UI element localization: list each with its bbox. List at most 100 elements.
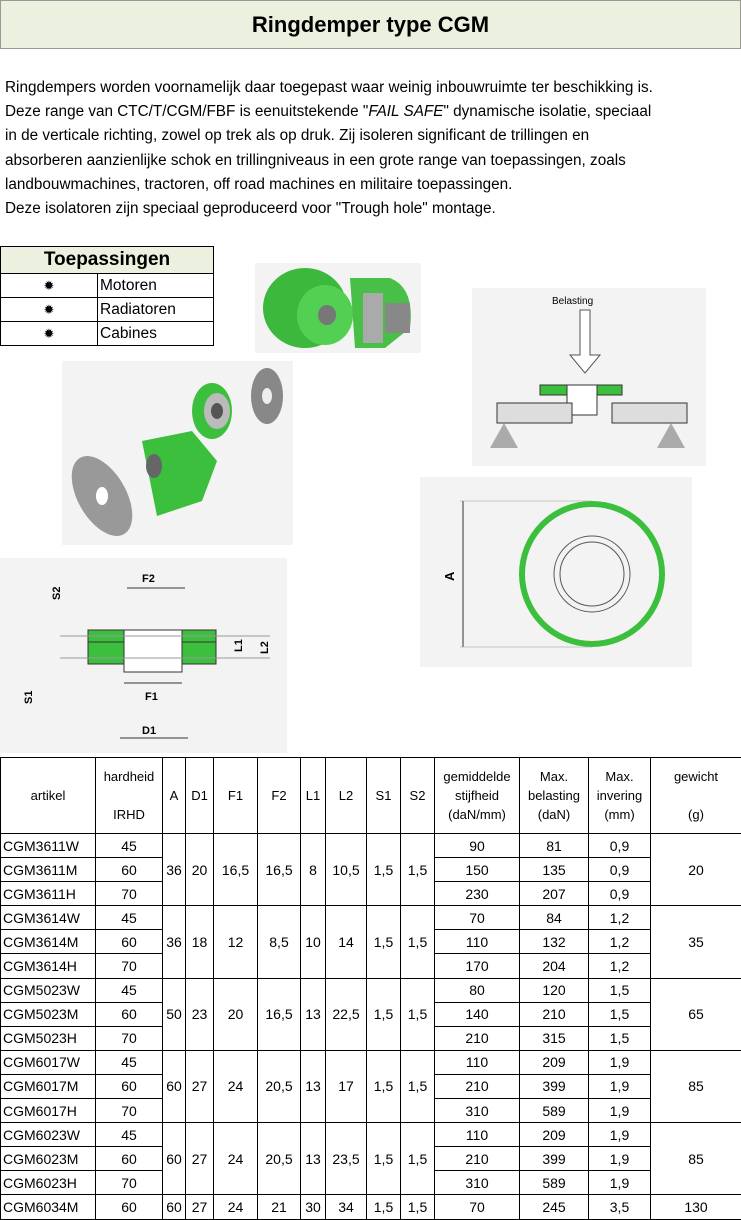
dim-s1-cell: 1,5: [367, 1123, 401, 1195]
dim-s1-cell: 1,5: [367, 978, 401, 1050]
belasting-cell: 81: [520, 834, 589, 858]
intro-line: absorberen aanzienlijke schok en trillin…: [5, 149, 741, 173]
hardheid-cell: 70: [96, 1171, 163, 1195]
exploded-view-photo: [62, 361, 293, 545]
invering-cell: 1,5: [589, 978, 651, 1002]
gewicht-cell: 85: [651, 1123, 741, 1195]
artikel-cell: CGM3614H: [1, 954, 96, 978]
dim-l1-cell: 10: [301, 906, 326, 978]
intro-line: Deze isolatoren zijn speciaal geproducee…: [5, 197, 741, 221]
invering-cell: 0,9: [589, 834, 651, 858]
dim-f2-cell: 16,5: [258, 978, 301, 1050]
stijfheid-cell: 170: [435, 954, 520, 978]
dim-d1-cell: 27: [186, 1123, 214, 1195]
belasting-cell: 315: [520, 1026, 589, 1050]
stijfheid-cell: 80: [435, 978, 520, 1002]
stijfheid-cell: 210: [435, 1026, 520, 1050]
column-header: A: [163, 758, 186, 834]
artikel-cell: CGM3611H: [1, 882, 96, 906]
dim-l2-label: L2: [259, 641, 271, 654]
applications-table: Toepassingen ✹Motoren ✹Radiatoren ✹Cabin…: [0, 246, 214, 346]
dim-f1-cell: 12: [214, 906, 258, 978]
invering-cell: 1,5: [589, 1026, 651, 1050]
gewicht-cell: 65: [651, 978, 741, 1050]
dim-f1-cell: 16,5: [214, 834, 258, 906]
dim-d1-cell: 18: [186, 906, 214, 978]
dim-s1-cell: 1,5: [367, 834, 401, 906]
invering-cell: 1,2: [589, 930, 651, 954]
intro-line: Ringdempers worden voornamelijk daar toe…: [5, 76, 741, 100]
text: Deze range van CTC/T/CGM/FBF is eenuitst…: [5, 103, 368, 120]
dim-l1-cell: 13: [301, 1050, 326, 1122]
application-item: Radiatoren: [98, 298, 214, 322]
column-header: artikel: [1, 758, 96, 834]
belasting-cell: 399: [520, 1074, 589, 1098]
gewicht-cell: 85: [651, 1050, 741, 1122]
dim-a-cell: 36: [163, 834, 186, 906]
artikel-cell: CGM5023M: [1, 1002, 96, 1026]
hardheid-cell: 70: [96, 954, 163, 978]
dim-l1-cell: 8: [301, 834, 326, 906]
cross-section-drawing: F2 S2 L1 L2 S1 F1 D1: [0, 558, 287, 753]
load-diagram: Belasting: [472, 288, 706, 466]
hardheid-cell: 70: [96, 1026, 163, 1050]
hardheid-cell: 45: [96, 906, 163, 930]
dim-l1-cell: 13: [301, 1123, 326, 1195]
dim-l1-label: L1: [233, 639, 245, 652]
invering-cell: 1,5: [589, 1002, 651, 1026]
product-photo: [255, 263, 421, 353]
belasting-cell: 135: [520, 858, 589, 882]
column-header: D1: [186, 758, 214, 834]
dim-f2-cell: 20,5: [258, 1050, 301, 1122]
dim-a-cell: 60: [163, 1050, 186, 1122]
artikel-cell: CGM6023W: [1, 1123, 96, 1147]
belasting-cell: 132: [520, 930, 589, 954]
dim-f2-cell: 21: [258, 1195, 301, 1219]
dim-f2-cell: 16,5: [258, 834, 301, 906]
dim-l2-cell: 10,5: [326, 834, 367, 906]
dim-d1-cell: 27: [186, 1050, 214, 1122]
belasting-cell: 210: [520, 1002, 589, 1026]
artikel-cell: CGM6017W: [1, 1050, 96, 1074]
invering-cell: 1,2: [589, 954, 651, 978]
intro-line: in de verticale richting, zowel op trek …: [5, 124, 741, 148]
dim-f1-label: F1: [145, 691, 158, 703]
column-header: gemiddelde stijfheid (daN/mm): [435, 758, 520, 834]
stijfheid-cell: 210: [435, 1147, 520, 1171]
intro-text: Ringdempers worden voornamelijk daar toe…: [5, 76, 741, 221]
stijfheid-cell: 70: [435, 1195, 520, 1219]
dim-s1-cell: 1,5: [367, 1050, 401, 1122]
invering-cell: 1,9: [589, 1147, 651, 1171]
artikel-cell: CGM6017H: [1, 1099, 96, 1123]
artikel-cell: CGM6023H: [1, 1171, 96, 1195]
belasting-cell: 589: [520, 1171, 589, 1195]
hardheid-cell: 60: [96, 1074, 163, 1098]
dim-l2-cell: 22,5: [326, 978, 367, 1050]
dim-f1-cell: 24: [214, 1050, 258, 1122]
column-header: S1: [367, 758, 401, 834]
invering-cell: 0,9: [589, 858, 651, 882]
belasting-cell: 589: [520, 1099, 589, 1123]
bullet-icon: ✹: [1, 322, 98, 346]
dim-a-cell: 36: [163, 906, 186, 978]
application-item: Motoren: [98, 274, 214, 298]
stijfheid-cell: 230: [435, 882, 520, 906]
dim-s1-label: S1: [23, 691, 35, 704]
dim-s2-cell: 1,5: [401, 1050, 435, 1122]
text: " dynamische isolatie, speciaal: [443, 103, 651, 120]
dim-l2-cell: 14: [326, 906, 367, 978]
application-item: Cabines: [98, 322, 214, 346]
artikel-cell: CGM6034M: [1, 1195, 96, 1219]
belasting-cell: 245: [520, 1195, 589, 1219]
belasting-cell: 204: [520, 954, 589, 978]
applications-header: Toepassingen: [1, 247, 214, 274]
dim-s2-cell: 1,5: [401, 834, 435, 906]
column-header: L1: [301, 758, 326, 834]
invering-cell: 0,9: [589, 882, 651, 906]
artikel-cell: CGM6017M: [1, 1074, 96, 1098]
